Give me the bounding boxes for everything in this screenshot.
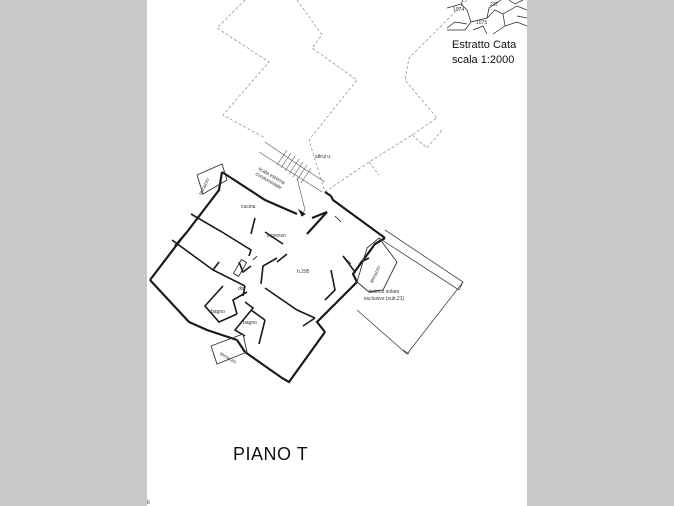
- floor-plan-sheet: altrui u. scala esterna condominiale ter…: [147, 0, 527, 506]
- parcel-1074: 1074: [453, 7, 465, 13]
- label-altrui: altrui u.: [315, 154, 332, 160]
- parcel-1075: 1075: [476, 20, 488, 26]
- label-lastrico-line1: lastrico solare: [368, 289, 400, 295]
- balconies: [196, 163, 398, 365]
- label-ingresso: ingresso: [267, 233, 286, 239]
- label-disimpegno: dis: [238, 286, 245, 292]
- neighbour-outline: [216, 0, 468, 193]
- interior-partitions: [171, 213, 370, 345]
- label-cucina: cucina: [241, 204, 256, 210]
- label-bagno-2: bagno: [243, 320, 257, 326]
- parcel-237: 237: [490, 2, 499, 8]
- apartment-walls: [149, 171, 386, 384]
- roof-terrace: [356, 229, 464, 355]
- cadastral-caption: Estratto Cata: [452, 39, 517, 51]
- floor-title: PIANO T: [233, 444, 309, 464]
- label-lastrico-line2: esclusivo (sub.21): [363, 296, 405, 302]
- floor-plan-drawing: [149, 0, 468, 384]
- cadastral-map-drawing: [447, 0, 527, 34]
- label-ceiling-height: h.295: [297, 269, 310, 275]
- cadastral-scale: scala 1:2000: [452, 54, 515, 66]
- door-details: [232, 208, 352, 277]
- corner-mark: ii: [147, 500, 150, 506]
- label-bagno-1: bagno: [211, 309, 225, 315]
- cadastral-map-inset: 1074 237 1075: [447, 0, 527, 34]
